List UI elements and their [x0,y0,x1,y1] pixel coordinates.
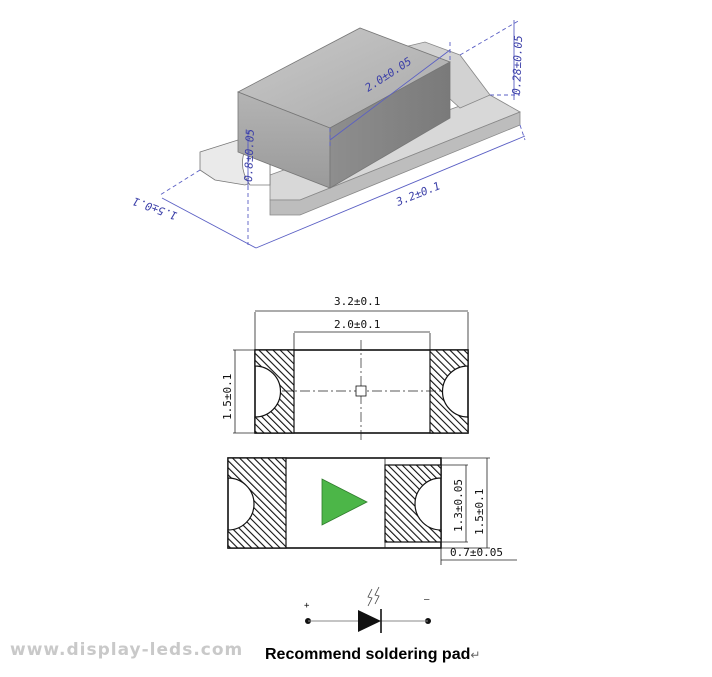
bottom-dim-pad-width: 0.7±0.05 [450,546,503,559]
polarity-triangle [321,478,368,526]
isometric-view: 2.0±0.05 3.2±0.1 1.5±0.1 0.8±0.05 0.28±0… [131,19,526,249]
caption: Recommend soldering pad↵ [265,646,480,664]
watermark: www.display-leds.com [10,640,244,660]
diode-triangle [358,610,381,632]
bottom-view: 1.3±0.05 1.5±0.1 0.7±0.05 [227,457,517,565]
bottom-pad-right [384,464,442,543]
top-pad-right [429,349,469,434]
top-view: 3.2±0.1 2.0±0.1 1.5±0.1 [221,295,469,442]
top-dim-inner: 2.0±0.1 [334,318,380,331]
iso-dim-height: 0.8±0.05 [242,129,257,182]
caption-return-mark: ↵ [470,648,481,662]
led-symbol: + — [304,586,431,633]
bottom-pad-left [227,457,287,549]
emission-arrows [367,586,380,607]
iso-dim-length: 3.2±0.1 [393,179,442,209]
top-center-mark [355,385,367,397]
symbol-minus-label: — [424,595,430,605]
iso-body-side [329,61,451,189]
caption-text: Recommend soldering pad [265,646,471,663]
iso-dim-depth: 1.5±0.1 [131,194,179,222]
bottom-dim-pad-inner: 1.3±0.05 [452,479,465,532]
symbol-plus-label: + [304,601,310,611]
top-pad-left [254,349,295,434]
bottom-dim-height: 1.5±0.1 [473,489,486,535]
top-dim-overall: 3.2±0.1 [334,295,380,308]
iso-dim-pad-height: 0.28±0.05 [510,35,525,95]
bottom-body-outline [227,457,442,549]
top-dim-height: 1.5±0.1 [221,374,234,420]
top-body-outline [254,349,469,434]
